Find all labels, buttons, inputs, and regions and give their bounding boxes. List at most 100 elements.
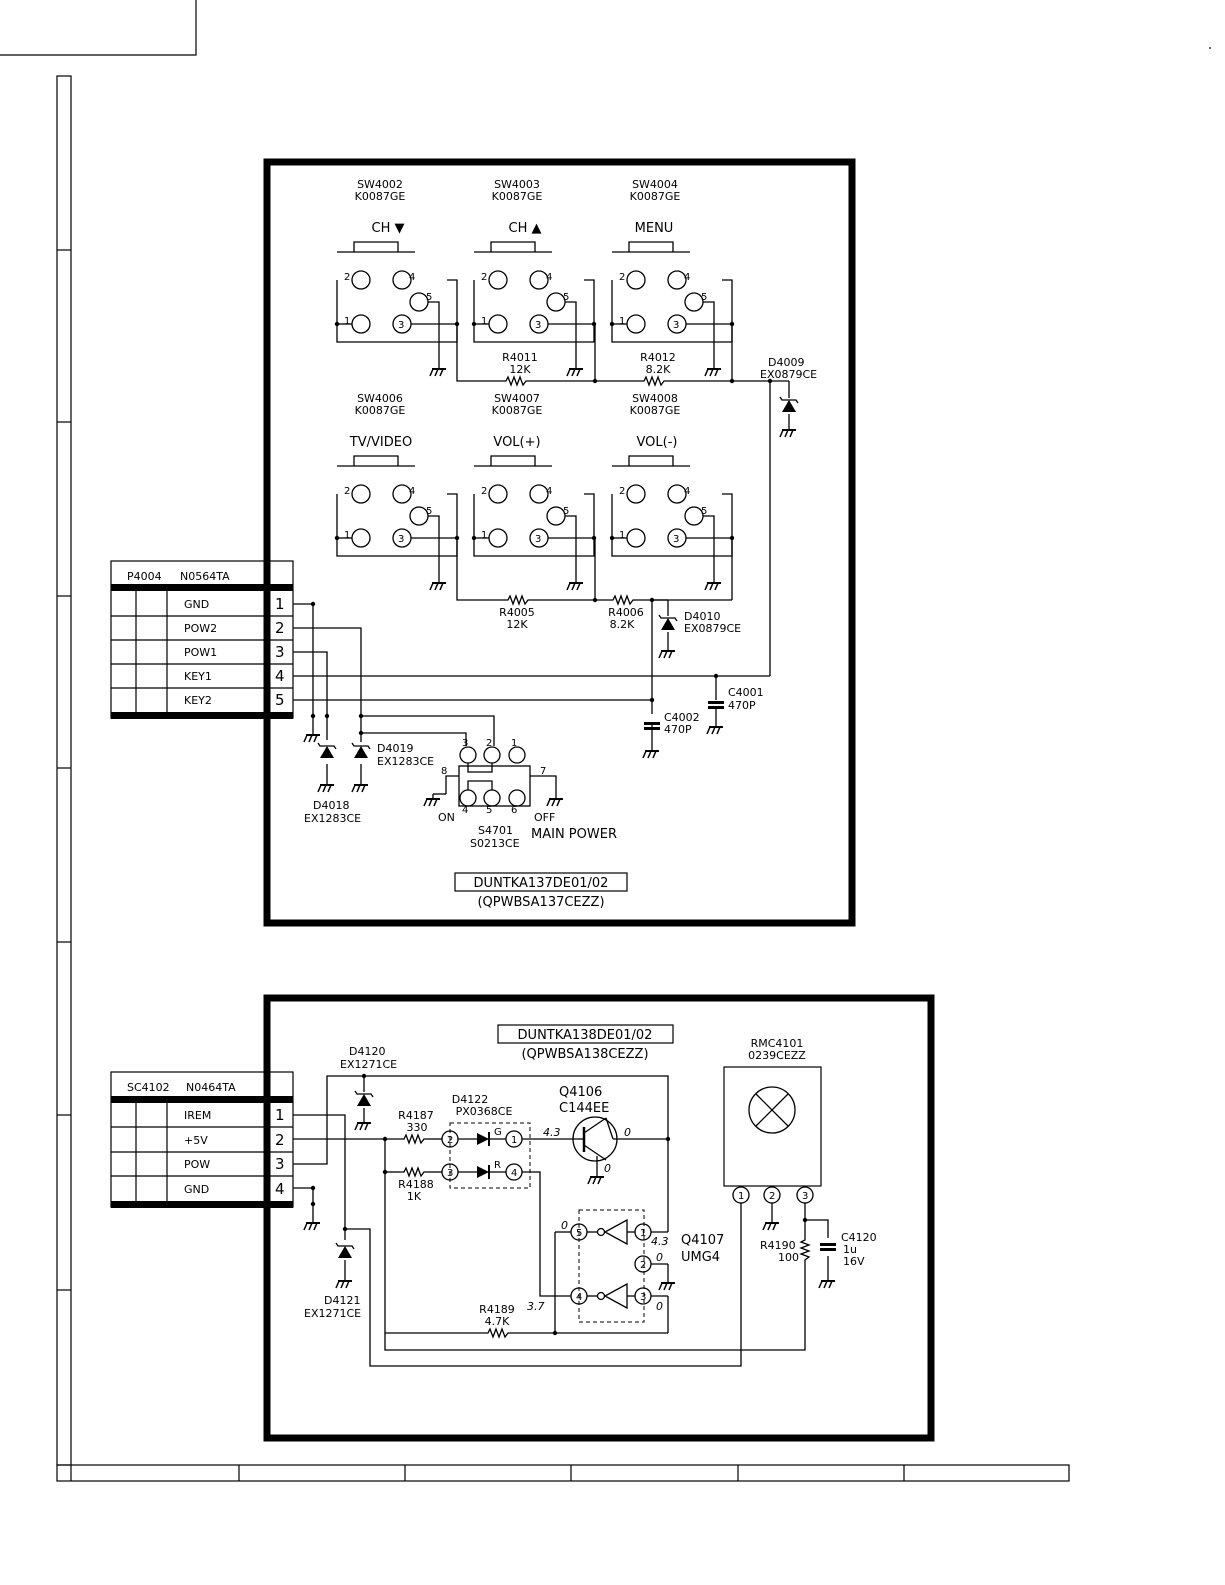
c4001-symbol [706,701,726,709]
d4019-ref: D4019 [377,742,413,755]
svg-text:3: 3 [673,320,679,331]
sw4008-part: K0087GE [630,404,681,417]
sc4102-pin4-name: GND [184,1183,209,1196]
voltage-q4107-pin5: 0 [561,1219,568,1232]
sw4003-ref: SW4003 [494,178,540,191]
sw4008-ref: SW4008 [632,392,678,405]
svg-text:2: 2 [486,738,492,749]
page-frame [0,0,1211,1482]
rmc4101-pin3: 3 [802,1191,808,1202]
d4009-symbol [779,396,799,413]
p4004-pin4-name: KEY1 [184,670,212,683]
voltage-q4106-collector: 0 [624,1126,631,1139]
p4004-connector [110,560,294,719]
p4004-pin5-name: KEY2 [184,694,212,707]
p4004-part: N0564TA [180,570,230,583]
voltage-q4107-pin3: 0 [656,1300,663,1313]
d4122-pin-b: 1 [511,1135,517,1146]
d4010-ground [658,645,676,659]
svg-text:3: 3 [398,534,404,545]
q4107-symbol [570,1209,652,1323]
d4120-part: EX1271CE [340,1058,397,1071]
sc4102-ground [303,1217,321,1231]
d4010-ref: D4010 [684,610,720,623]
s4701-ground-left [423,793,441,807]
svg-text:3: 3 [398,320,404,331]
q4106-ground [587,1171,605,1185]
rmc4101-ref: RMC4101 [751,1037,804,1050]
d4121-ref: D4121 [324,1294,360,1307]
r4006-value: 8.2K [610,618,635,631]
svg-text:4: 4 [409,486,415,497]
d4121-ground [335,1275,353,1289]
q4107-pin1: 1 [640,1228,646,1239]
sc4102-pin3-num: 3 [275,1155,285,1173]
svg-text:2: 2 [481,272,487,283]
sc4102-connector [110,1071,294,1208]
sw4007-part: K0087GE [492,404,543,417]
r4188-ref: R4188 [398,1178,434,1191]
q4106-ref: Q4106 [559,1085,602,1100]
sc4102-ref: SC4102 [127,1081,170,1094]
p4004-pin1-name: GND [184,598,209,611]
svg-text:5: 5 [426,506,432,517]
voltage-q4107-pin1: 4.3 [651,1235,669,1248]
c4120-voltage: 16V [843,1255,865,1268]
q4107-pin4: 4 [576,1292,582,1303]
d4122-g-label: G [494,1127,502,1138]
sw4004-ref: SW4004 [632,178,678,191]
sc4102-pin1-num: 1 [275,1106,285,1124]
svg-text:5: 5 [563,292,569,303]
svg-text:7: 7 [540,766,546,777]
d4010-part: EX0879CE [684,622,741,635]
svg-text:1: 1 [481,316,487,327]
c4002-ground [642,745,660,759]
voltage-q4107-pin2: 0 [656,1251,663,1264]
svg-text:1: 1 [344,530,350,541]
r4189-ref: R4189 [479,1303,515,1316]
q4107-pin5: 5 [576,1228,582,1239]
r4012-value: 8.2K [646,363,671,376]
sc4102-pin3-name: POW [184,1158,210,1171]
rmc4101-part: 0239CEZZ [748,1049,806,1062]
d4018-part: EX1283CE [304,812,361,825]
board2-outline [263,994,935,1442]
r4189-value: 4.7K [485,1315,510,1328]
c4001-ref: C4001 [728,686,764,699]
svg-text:2: 2 [481,486,487,497]
svg-text:1: 1 [619,530,625,541]
d4019-part: EX1283CE [377,755,434,768]
q4107-pin2: 2 [640,1260,646,1271]
r4005-ref: R4005 [499,606,535,619]
svg-text:3: 3 [535,534,541,545]
d4122-pin-d: 4 [511,1168,517,1179]
p4004-ground [303,729,321,743]
r4187-value: 330 [407,1121,428,1134]
r4190-value: 100 [778,1251,799,1264]
sw4008-label: VOL(-) [637,435,678,450]
sw4002-ref: SW4002 [357,178,403,191]
sc4102-pin2-num: 2 [275,1131,285,1149]
rmc4101-ground [762,1217,780,1231]
svg-text:5: 5 [701,506,707,517]
svg-text:4: 4 [409,272,415,283]
p4004-pin2-name: POW2 [184,622,217,635]
sw4007-ref: SW4007 [494,392,540,405]
rmc4101-symbol [723,1066,822,1204]
svg-text:2: 2 [619,486,625,497]
r4006-ref: R4006 [608,606,644,619]
svg-text:2: 2 [344,272,350,283]
sw4002-part: K0087GE [355,190,406,203]
svg-text:4: 4 [462,805,468,816]
r4188-symbol [399,1167,429,1177]
rmc4101-pin1: 1 [738,1191,744,1202]
svg-text:6: 6 [511,805,517,816]
r4012-ref: R4012 [640,351,676,364]
sw4004-label: MENU [635,221,674,236]
svg-text:1: 1 [344,316,350,327]
r4187-symbol [399,1134,429,1144]
q4106-part: C144EE [559,1101,609,1116]
sw4003-symbol [471,241,597,365]
c4002-value: 470P [664,723,692,736]
c4120-ref: C4120 [841,1231,877,1244]
